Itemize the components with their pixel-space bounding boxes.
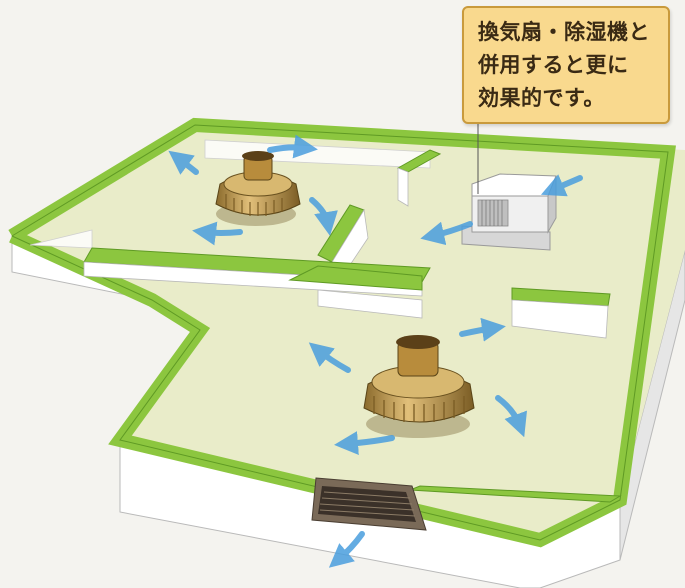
airflow-arrow-icon <box>192 221 243 246</box>
circulator-fan-top <box>215 151 301 226</box>
airflow-arrow-icon <box>328 531 365 568</box>
airflow-arrows <box>168 134 583 568</box>
exhaust-vent-icon <box>311 477 427 531</box>
perimeter-wall-edge <box>11 124 669 541</box>
partition-walls <box>83 149 622 503</box>
airflow-arrow-icon <box>267 134 318 159</box>
airflow-arrow-icon <box>459 317 506 342</box>
airflow-arrow-icon <box>334 431 395 456</box>
callout-line-1: 換気扇・除湿機と <box>478 20 650 44</box>
callout-line-2: 併用すると更に <box>478 53 629 77</box>
dehumidifier-icon <box>461 173 557 251</box>
airflow-arrow-icon <box>495 395 528 438</box>
airflow-arrow-icon <box>309 197 338 236</box>
callout-line-3: 効果的です。 <box>478 86 605 110</box>
airflow-arrow-icon <box>168 150 199 175</box>
callout-box: 換気扇・除湿機と 併用すると更に 効果的です。 <box>462 6 670 124</box>
airflow-arrow-icon <box>540 174 583 197</box>
circulator-fan-bottom <box>363 335 475 438</box>
airflow-arrow-icon <box>308 342 351 373</box>
inner-wall-face-left <box>29 229 93 249</box>
airflow-arrow-icon <box>420 221 473 246</box>
